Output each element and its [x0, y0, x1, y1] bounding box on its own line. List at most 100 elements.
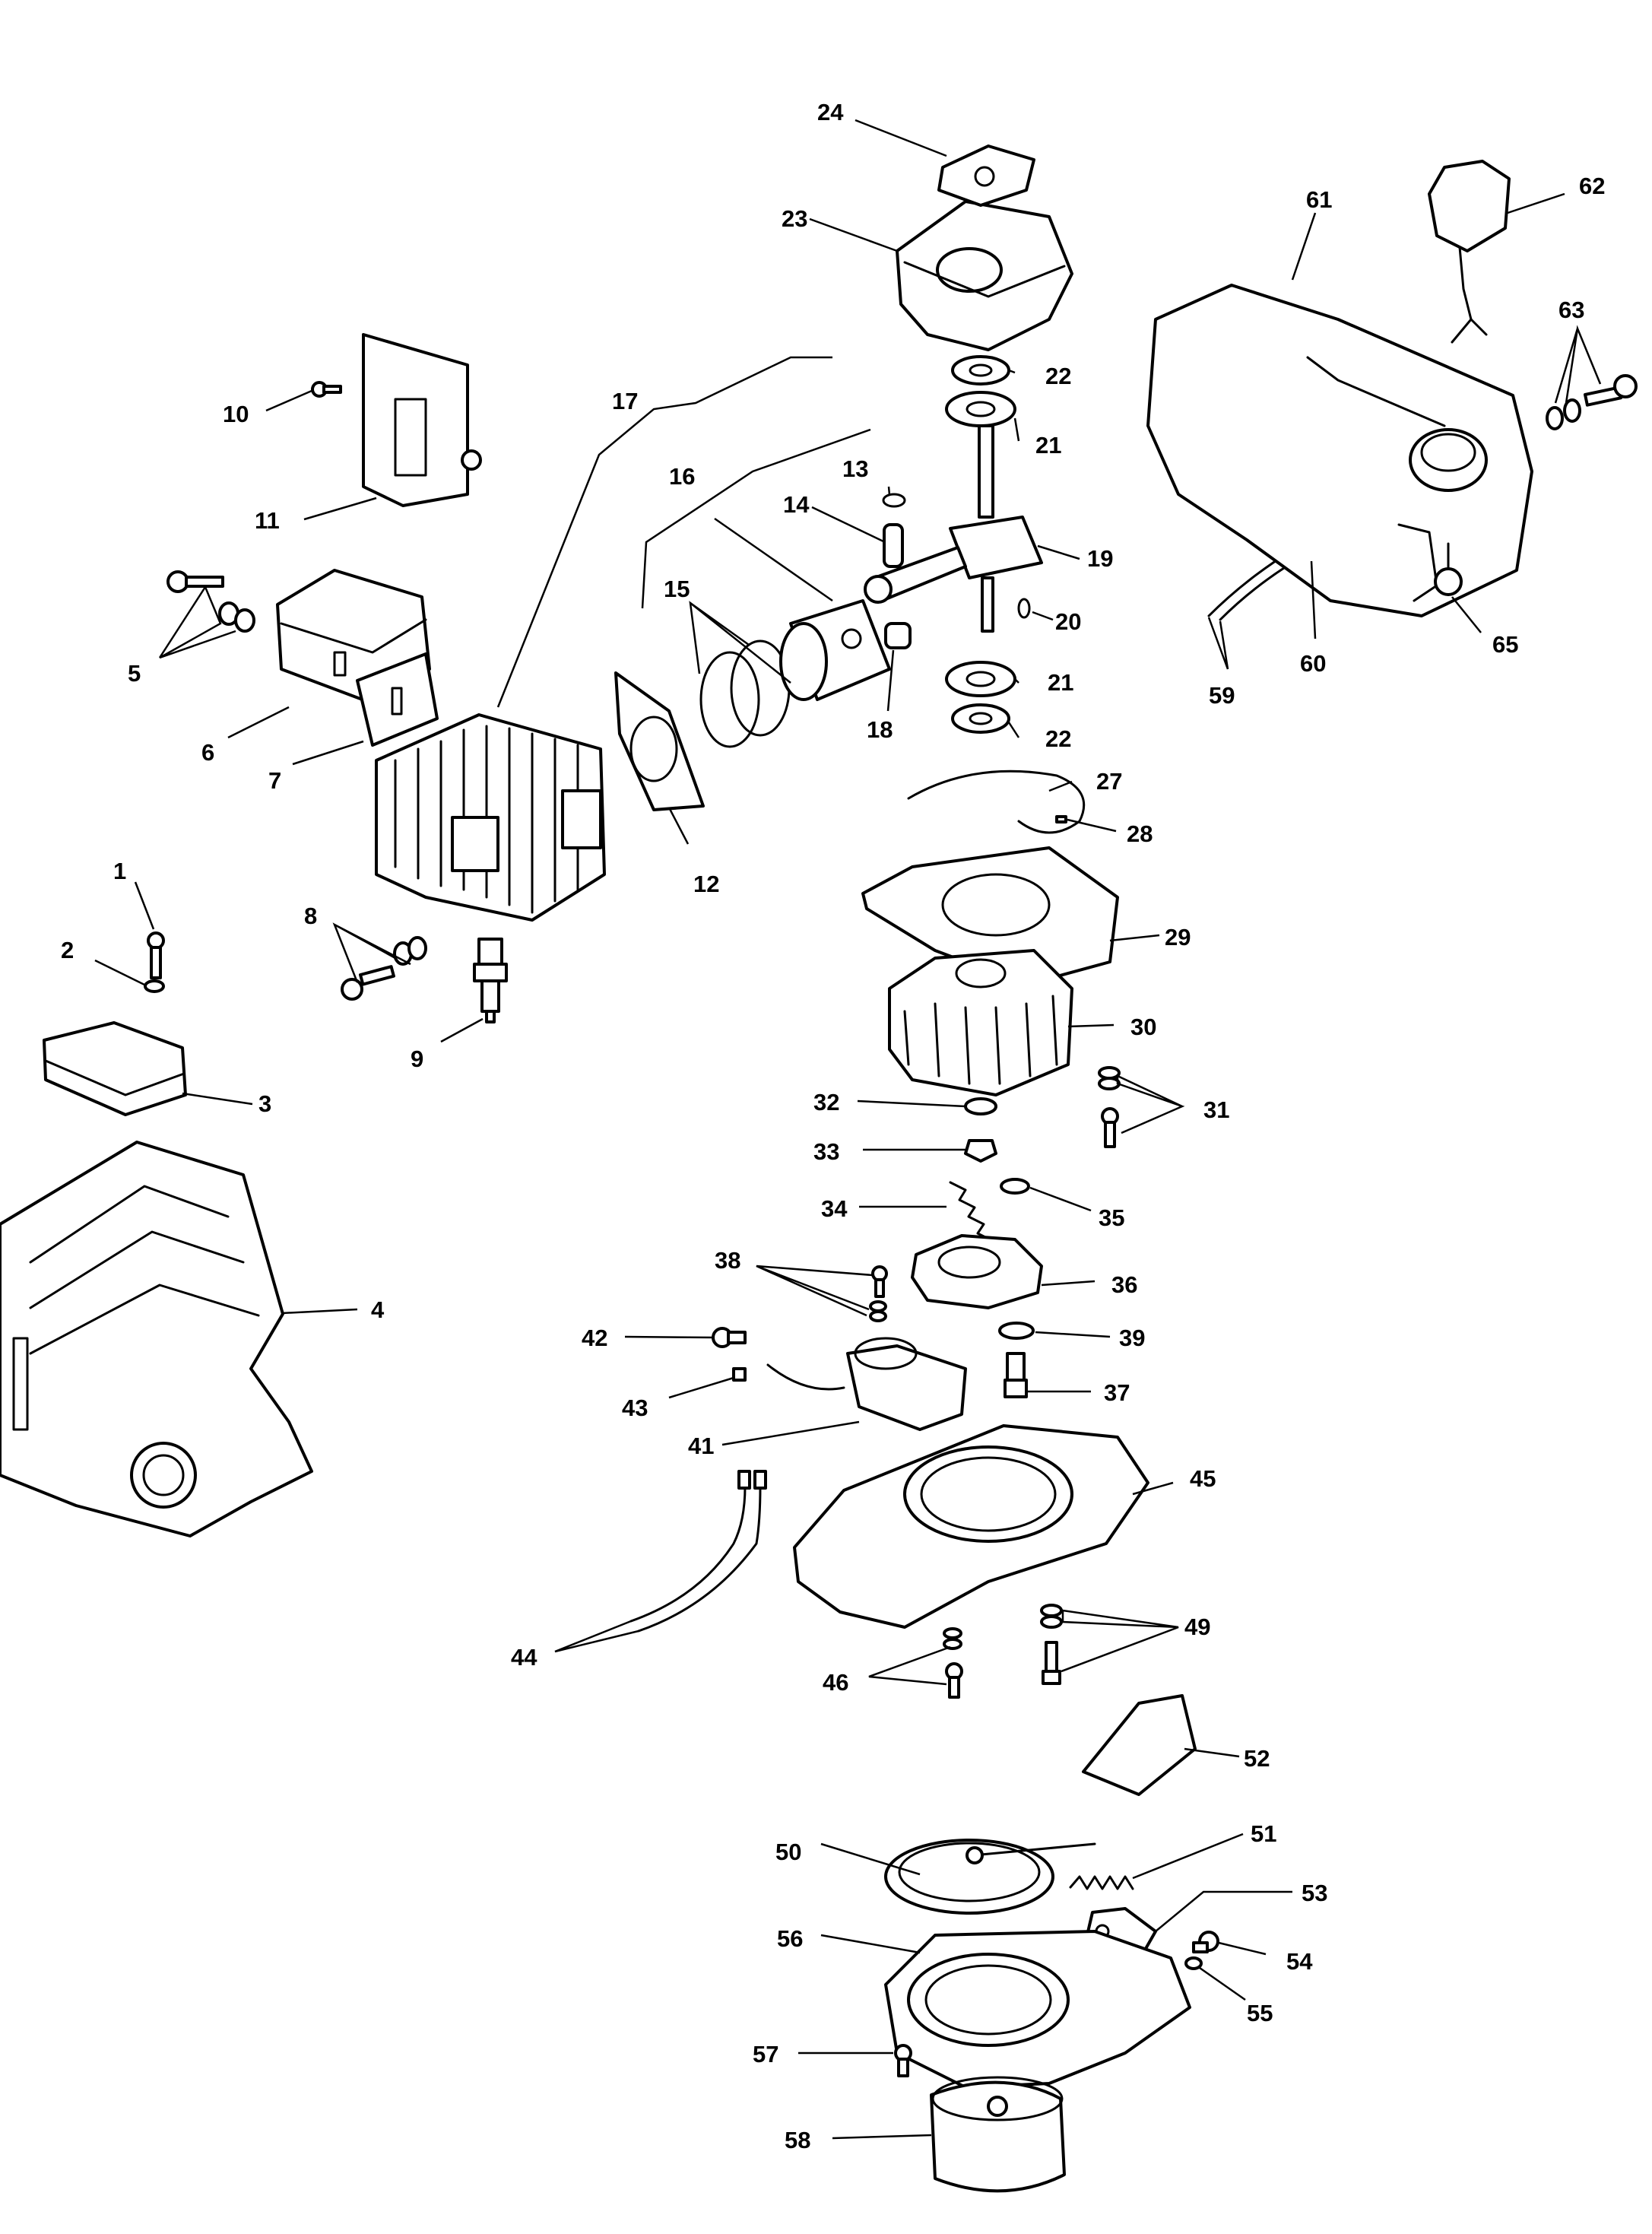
part-recoil-base-56 — [884, 1930, 1191, 2089]
callout-33: 33 — [813, 1138, 839, 1165]
part-flywheel-30 — [888, 949, 1073, 1096]
callout-7: 7 — [268, 767, 281, 794]
part-spark-plug-9 — [473, 938, 508, 1023]
callout-36: 36 — [1111, 1271, 1137, 1298]
callout-3: 3 — [258, 1090, 271, 1117]
part-washer-32 — [964, 1097, 997, 1115]
part-piston-16 — [779, 599, 891, 701]
callout-8: 8 — [304, 903, 317, 929]
leader-lines — [94, 119, 1602, 2140]
callout-18: 18 — [867, 716, 893, 743]
part-circlip-27 — [907, 770, 1086, 834]
part-screw-38 — [869, 1265, 888, 1322]
callout-11: 11 — [255, 507, 280, 534]
callout-50: 50 — [775, 1839, 801, 1865]
part-gasket-12 — [614, 671, 705, 811]
part-cap-24 — [937, 144, 1035, 207]
callout-10: 10 — [223, 401, 249, 427]
part-wire-44 — [629, 1470, 767, 1633]
part-piston-rings-15 — [699, 639, 791, 748]
callout-35: 35 — [1099, 1204, 1124, 1231]
callout-9: 9 — [411, 1046, 423, 1072]
part-screw-37 — [1004, 1352, 1028, 1398]
part-cylinder-17 — [375, 713, 606, 922]
callout-37: 37 — [1104, 1379, 1130, 1406]
part-bolt-5 — [166, 570, 255, 633]
callout-62: 62 — [1579, 173, 1605, 199]
part-fuel-filter-65 — [1434, 542, 1463, 596]
callout-22b: 22 — [1045, 725, 1071, 752]
part-seal-22-lower — [951, 703, 1010, 734]
callout-65: 65 — [1492, 631, 1518, 658]
callout-51: 51 — [1251, 1820, 1276, 1847]
part-nut-55 — [1184, 1956, 1203, 1970]
callout-44: 44 — [511, 1644, 537, 1671]
callout-60: 60 — [1300, 650, 1326, 677]
part-crankshaft-19 — [864, 424, 1043, 633]
callout-16: 16 — [669, 463, 695, 490]
part-bolt-63 — [1546, 374, 1638, 430]
callout-58: 58 — [785, 2127, 810, 2153]
callout-2: 2 — [61, 937, 74, 963]
callout-31: 31 — [1203, 1096, 1229, 1123]
callout-24: 24 — [817, 99, 844, 125]
part-screw-46 — [943, 1627, 963, 1699]
part-washer-35 — [1000, 1178, 1030, 1195]
part-bearing-21-lower — [945, 661, 1016, 697]
callout-39: 39 — [1119, 1325, 1145, 1351]
callout-17: 17 — [612, 388, 638, 414]
part-needle-bearing-18 — [884, 622, 912, 649]
callout-46: 46 — [823, 1669, 848, 1696]
callout-21: 21 — [1035, 432, 1061, 459]
part-fuel-cap-62 — [1428, 160, 1511, 344]
part-gasket-7 — [356, 652, 439, 747]
part-screw-54 — [1192, 1931, 1219, 1953]
callout-5: 5 — [128, 660, 141, 687]
part-screw-57 — [894, 2044, 912, 2077]
callout-14: 14 — [783, 491, 810, 518]
callout-6: 6 — [201, 739, 214, 766]
callout-43: 43 — [622, 1395, 648, 1421]
part-circlip-13 — [882, 493, 906, 508]
callout-21b: 21 — [1048, 669, 1073, 696]
callout-54: 54 — [1286, 1948, 1313, 1975]
callout-27: 27 — [1096, 768, 1122, 795]
part-ignition-coil-41 — [766, 1337, 967, 1431]
part-plug-cap-42 — [712, 1327, 747, 1348]
callout-4: 4 — [371, 1296, 385, 1323]
callout-34: 34 — [821, 1195, 848, 1222]
callout-63: 63 — [1558, 297, 1584, 323]
callout-23: 23 — [782, 205, 807, 232]
callout-20: 20 — [1055, 608, 1081, 635]
part-bracket-11 — [362, 333, 482, 507]
part-recoil-spring-50 — [884, 1839, 1096, 1915]
part-washer-39 — [998, 1322, 1035, 1340]
part-washer-2 — [144, 979, 165, 993]
callout-22: 22 — [1045, 363, 1071, 389]
callout-1: 1 — [113, 858, 126, 884]
part-spring-51 — [1069, 1875, 1134, 1890]
part-key-20 — [1017, 598, 1031, 619]
callout-42: 42 — [582, 1325, 607, 1351]
part-clutch-36 — [911, 1234, 1043, 1309]
part-starter-housing-45 — [793, 1424, 1149, 1629]
part-seal-22-upper — [951, 355, 1010, 386]
callout-28: 28 — [1127, 820, 1153, 847]
callout-59: 59 — [1209, 682, 1235, 709]
part-screw-31 — [1098, 1066, 1121, 1148]
callout-15: 15 — [664, 576, 690, 602]
callout-30: 30 — [1130, 1014, 1156, 1040]
callout-49: 49 — [1184, 1614, 1210, 1640]
part-fuel-tank-61 — [1146, 284, 1533, 617]
callout-32: 32 — [813, 1089, 839, 1115]
callout-61: 61 — [1306, 186, 1332, 213]
part-screw-49 — [1040, 1604, 1063, 1685]
callout-labels: 1 2 3 4 5 6 7 8 9 10 11 12 13 14 15 16 1… — [61, 99, 1605, 2153]
part-screw-1 — [147, 931, 165, 979]
callout-38: 38 — [715, 1247, 740, 1274]
part-shroud-4 — [0, 1141, 313, 1537]
callout-13: 13 — [842, 455, 868, 482]
part-pin-28 — [1055, 815, 1067, 823]
part-plate-52 — [1082, 1694, 1197, 1796]
